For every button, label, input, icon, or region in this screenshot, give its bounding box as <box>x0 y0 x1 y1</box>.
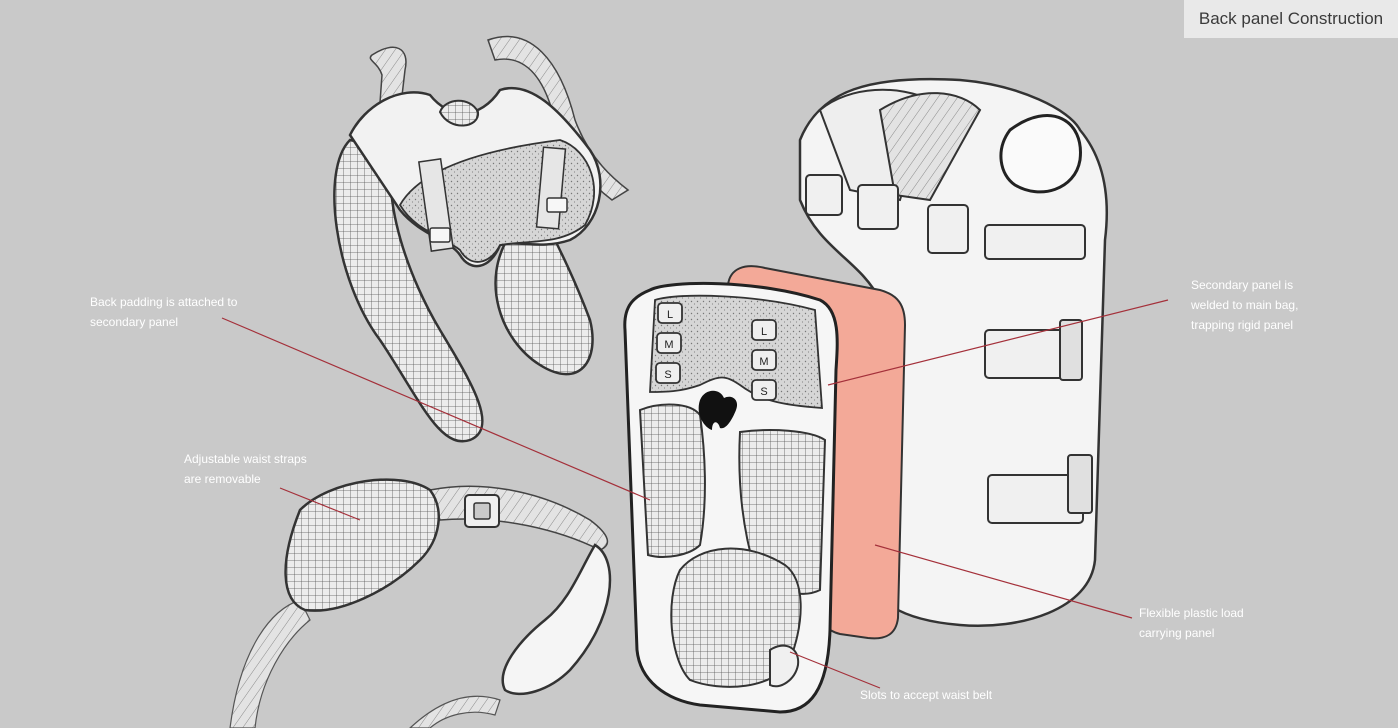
secondary-back-panel: L M S L M S <box>623 281 839 714</box>
secondary-panel-left-mesh <box>638 403 706 558</box>
main-bag-buckle-lower <box>1067 454 1093 514</box>
yoke-buckle-right <box>546 197 568 213</box>
waist-belt-webbing <box>429 485 609 551</box>
leader-waist-straps <box>279 487 361 521</box>
main-bag-loop-3 <box>927 204 969 254</box>
size-label-left-l: L <box>667 309 673 321</box>
main-bag-buckle-middle <box>1059 319 1083 381</box>
waist-belt <box>229 478 612 728</box>
main-bag-loop-1 <box>805 174 843 216</box>
size-buttons-left: L M S <box>655 302 683 384</box>
size-label-left-m: M <box>664 339 673 351</box>
annotation-flexible-panel: Flexible plastic load carrying panel <box>1139 606 1244 640</box>
main-bag-loop-2 <box>857 184 899 230</box>
main-bag-top-strap-right <box>878 92 982 202</box>
leader-secondary-panel <box>827 299 1169 386</box>
leader-lines <box>221 299 1169 689</box>
waist-belt-strap-left <box>229 599 311 728</box>
diagram-title: Back panel Construction <box>1184 0 1398 38</box>
size-label-right-m: M <box>759 356 768 368</box>
waist-belt-slot <box>769 644 800 688</box>
leader-flexible-panel <box>874 544 1133 619</box>
size-label-left-s: S <box>664 369 671 381</box>
size-label-right-l: L <box>761 326 767 338</box>
annotation-back-padding: Back padding is attached to secondary pa… <box>90 295 238 329</box>
size-button-left-s <box>655 362 681 384</box>
leader-slots <box>789 651 881 689</box>
size-button-right-l <box>751 319 777 341</box>
shoulder-harness <box>333 35 630 443</box>
waist-belt-right-wing <box>501 543 612 696</box>
waist-belt-left-wing <box>284 478 440 612</box>
size-button-right-s <box>751 379 777 401</box>
yoke-buckle-left <box>429 227 451 243</box>
waist-belt-strap-right <box>409 695 501 728</box>
left-shoulder-pad <box>333 138 484 443</box>
main-bag-strap-upper <box>984 224 1086 260</box>
size-buttons-right: L M S <box>751 319 777 401</box>
brand-logo-icon <box>698 390 738 430</box>
yoke-neck-cutout <box>438 99 480 127</box>
leader-back-padding <box>221 317 651 501</box>
size-label-right-s: S <box>760 386 767 398</box>
right-shoulder-pad <box>494 228 594 376</box>
annotation-slots: Slots to accept waist belt <box>860 688 993 702</box>
annotation-secondary-panel: Secondary panel is welded to main bag, t… <box>1191 278 1299 332</box>
size-button-left-m <box>656 332 682 354</box>
waist-belt-buckle-slot <box>473 502 491 520</box>
size-button-left-l <box>657 302 683 324</box>
main-bag-side-pocket <box>999 114 1082 194</box>
annotation-waist-straps: Adjustable waist straps are removable <box>184 452 307 486</box>
size-button-right-m <box>751 349 777 371</box>
